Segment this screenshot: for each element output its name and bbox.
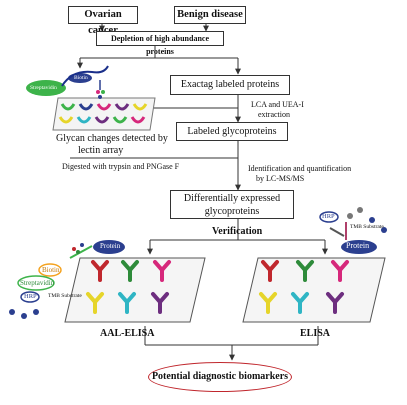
tmb-right-label: TMB Substrate bbox=[350, 224, 384, 230]
hrp-left-label: HRP bbox=[24, 293, 37, 300]
diff-line-1: Differentially expressed bbox=[183, 193, 281, 204]
protein-left-label: Protein bbox=[100, 242, 121, 250]
lca-label-1: LCA and UEA-I bbox=[251, 100, 304, 109]
flow-arrows bbox=[70, 24, 328, 361]
streptavidin-small-label: Streptavidin bbox=[30, 85, 57, 91]
elisa-plate bbox=[242, 207, 387, 323]
lca-label-2: extraction bbox=[258, 110, 290, 119]
biotin-small-label: Biotin bbox=[74, 75, 88, 81]
ident-label-1: Identification and quantification bbox=[248, 164, 352, 173]
tmb-left-label: TMB Substrate bbox=[48, 293, 82, 299]
hrp-right-label: HRP bbox=[322, 213, 335, 220]
differentially-expressed-box: Differentially expressed glycoproteins bbox=[170, 190, 294, 219]
verification-label: Verification bbox=[212, 226, 263, 237]
ident-label-2: by LC-MS/MS bbox=[256, 174, 305, 183]
diff-line-2: glycoproteins bbox=[204, 206, 260, 217]
aal-elisa-label: AAL-ELISA bbox=[100, 328, 155, 339]
glycan-label-1: Glycan changes detected by bbox=[56, 133, 168, 144]
digest-label: Digested with trypsin and PNGase F bbox=[62, 162, 180, 171]
lectin-array-illustration bbox=[26, 65, 156, 131]
streptavidin-label: Streptavidin bbox=[20, 279, 55, 287]
elisa-label: ELISA bbox=[300, 328, 331, 339]
depletion-box: Depletion of high abundance proteins bbox=[96, 31, 224, 56]
glycan-label-2: lectin array bbox=[78, 145, 124, 156]
biomarkers-box: Potential diagnostic biomarkers bbox=[148, 362, 292, 392]
labeled-glycoproteins-box: Labeled glycoproteins bbox=[176, 122, 288, 141]
biotin-label: Biotin bbox=[42, 266, 60, 274]
benign-disease-box: Benign disease bbox=[174, 6, 246, 24]
aal-elisa-plate bbox=[9, 240, 206, 323]
protein-right-label: Protein bbox=[346, 241, 370, 250]
exactag-box: Exactag labeled proteins bbox=[170, 75, 290, 95]
ovarian-cancer-box: Ovarian cancer bbox=[68, 6, 138, 36]
